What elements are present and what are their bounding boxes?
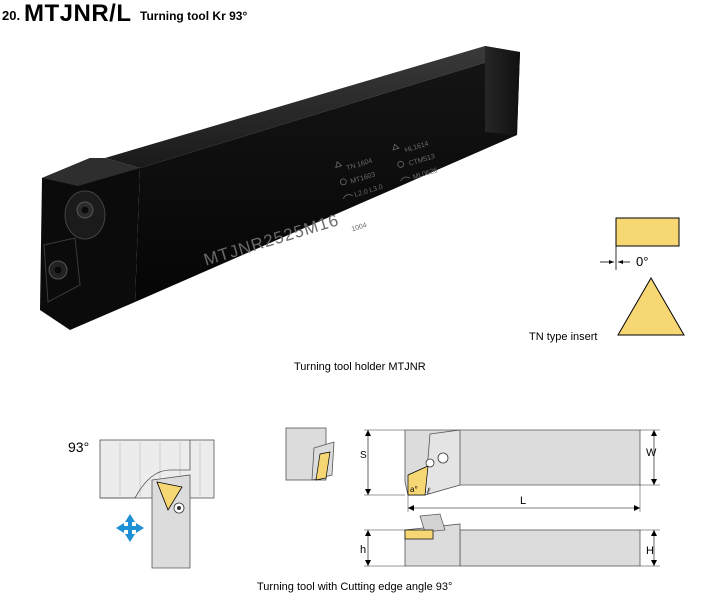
dim-small-angle-label: a°: [410, 485, 418, 494]
tn-insert-illustration: 0°: [600, 217, 685, 336]
product-subtitle: Turning tool Kr 93°: [140, 9, 248, 23]
insert-angle-label: 0°: [636, 254, 648, 269]
insert-side-view: [615, 217, 680, 247]
cutting-angle-detail: 93°: [68, 439, 215, 569]
holder-side-view: [459, 529, 641, 567]
insert-triangle-view: [617, 277, 685, 336]
diagram-caption: Turning tool with Cutting edge angle 93°: [257, 581, 453, 593]
dimension-drawing: S W L a° ℓ h H: [285, 427, 660, 567]
dim-l-label: L: [520, 495, 526, 507]
insert-caption: TN type insert: [529, 331, 598, 343]
marking-symbols: [335, 143, 411, 199]
dim-h-label: H: [646, 545, 654, 557]
dim-s-label: S: [360, 450, 367, 461]
photo-caption: Turning tool holder MTJNR: [294, 361, 426, 373]
angle-93-label: 93°: [68, 439, 89, 455]
dim-l-small-label: ℓ: [426, 486, 430, 496]
shank-small-marking: 1004: [351, 222, 368, 233]
tool-holder-photo: MTJNR2525M16 1004 TN 1604 MT1603 L2.0 L3…: [40, 46, 520, 330]
product-code-title: MTJNR/L: [24, 0, 132, 27]
dim-w-label: W: [646, 447, 657, 459]
section-number: 20.: [2, 8, 21, 23]
movement-arrows-icon: [116, 514, 144, 542]
dim-h-small-label: h: [360, 544, 366, 556]
